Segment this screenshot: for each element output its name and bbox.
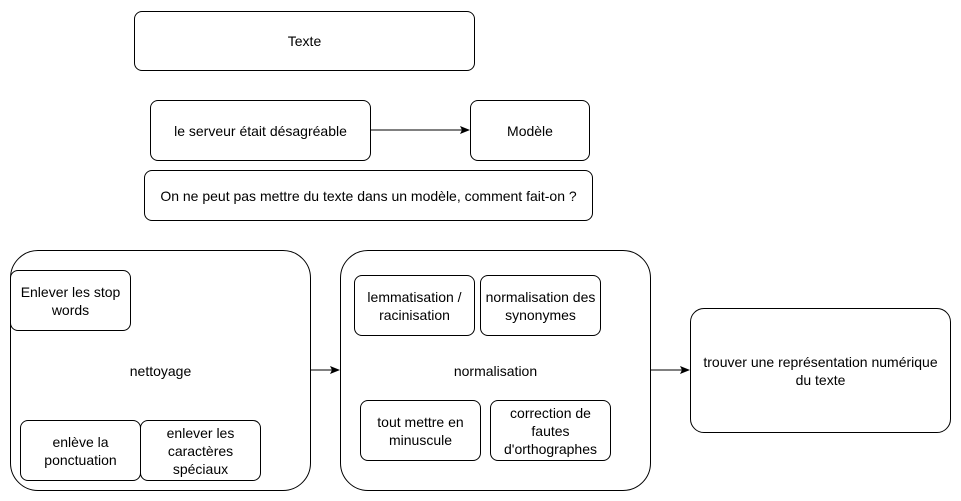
node-question: On ne peut pas mettre du texte dans un m… xyxy=(144,170,593,221)
node-synonymes-label: normalisation des synonymes xyxy=(485,288,596,323)
node-stop-words-label: Enlever les stop words xyxy=(20,283,121,318)
node-speciaux-label: enlever les caractères spéciaux xyxy=(166,424,235,477)
node-input-sentence-label: le serveur était désagréable xyxy=(174,122,347,139)
node-lemmatisation-label: lemmatisation / racinisation xyxy=(367,288,462,323)
node-modele: Modèle xyxy=(470,100,590,161)
node-question-label: On ne peut pas mettre du texte dans un m… xyxy=(160,187,577,204)
node-minuscule: tout mettre en minuscule xyxy=(360,400,481,461)
node-modele-label: Modèle xyxy=(507,122,553,139)
node-stop-words: Enlever les stop words xyxy=(10,270,131,331)
group-normalisation-title: normalisation xyxy=(453,363,538,379)
node-input-sentence: le serveur était désagréable xyxy=(150,100,371,161)
node-orthographe-label: correction de fautes d'orthographes xyxy=(504,404,597,457)
group-nettoyage-title: nettoyage xyxy=(129,363,192,379)
node-texte: Texte xyxy=(134,11,475,71)
node-representation-label: trouver une représentation numérique du … xyxy=(703,353,938,388)
node-lemmatisation: lemmatisation / racinisation xyxy=(354,275,475,336)
node-orthographe: correction de fautes d'orthographes xyxy=(490,400,611,461)
node-minuscule-label: tout mettre en minuscule xyxy=(377,413,464,448)
node-ponctuation-label: enlève la ponctuation xyxy=(44,433,117,468)
node-synonymes: normalisation des synonymes xyxy=(480,275,601,336)
node-representation: trouver une représentation numérique du … xyxy=(690,308,951,433)
node-speciaux: enlever les caractères spéciaux xyxy=(140,420,261,481)
node-ponctuation: enlève la ponctuation xyxy=(20,420,141,481)
node-texte-label: Texte xyxy=(287,33,322,49)
